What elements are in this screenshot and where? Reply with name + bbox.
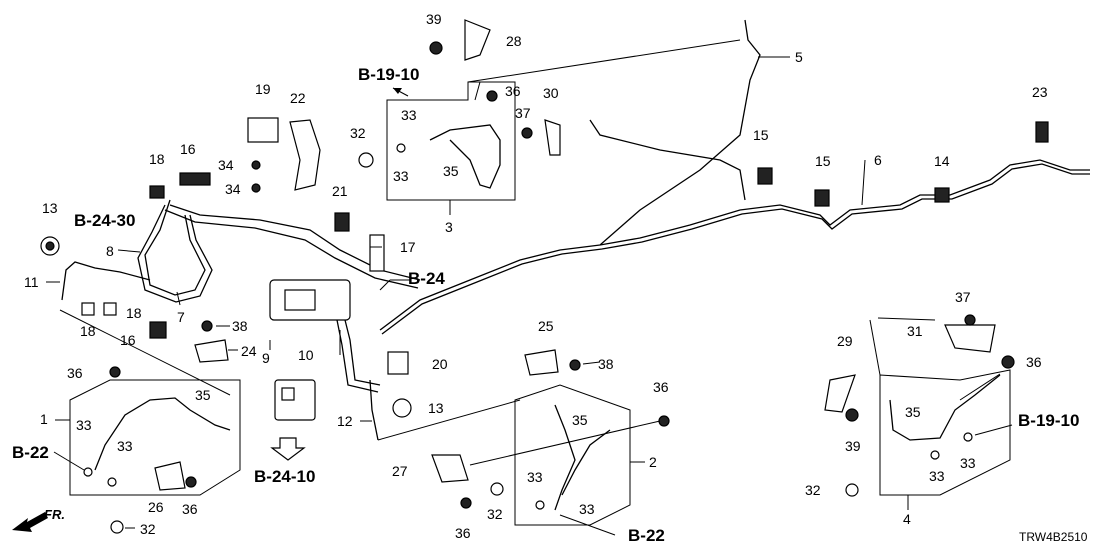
callout-36-e: 36 bbox=[455, 525, 471, 541]
callout-36-b: 36 bbox=[67, 365, 83, 381]
callout-32-mid: 32 bbox=[487, 506, 503, 522]
group-outlines bbox=[55, 81, 1011, 526]
ref-b-19-10-right: B-19-10 bbox=[1018, 411, 1079, 430]
callout-14: 14 bbox=[934, 153, 950, 169]
callout-35-a: 35 bbox=[443, 163, 459, 179]
callout-39-b: 39 bbox=[845, 438, 861, 454]
callout-13-lower: 13 bbox=[428, 400, 444, 416]
callout-15-a: 15 bbox=[753, 127, 769, 143]
callout-36-d: 36 bbox=[653, 379, 669, 395]
callout-33-b: 33 bbox=[393, 168, 409, 184]
callout-33-e: 33 bbox=[527, 469, 543, 485]
callout-27: 27 bbox=[392, 463, 408, 479]
ref-b-24-10: B-24-10 bbox=[254, 467, 315, 486]
callout-18-top: 18 bbox=[149, 151, 165, 167]
callout-23: 23 bbox=[1032, 84, 1048, 100]
brake-pipes bbox=[61, 19, 1090, 511]
clips-and-brackets bbox=[40, 19, 1049, 534]
ref-arrow-icon bbox=[270, 437, 306, 461]
callout-22: 22 bbox=[290, 90, 306, 106]
diagram-code: TRW4B2510 bbox=[1019, 530, 1088, 544]
leader-lines bbox=[46, 39, 1013, 536]
callout-16-lower: 16 bbox=[120, 332, 136, 348]
callout-34-a: 34 bbox=[218, 157, 234, 173]
ref-b-19-10-top: B-19-10 bbox=[358, 65, 419, 84]
front-direction-arrow-icon bbox=[12, 512, 48, 532]
callout-3: 3 bbox=[445, 219, 453, 235]
callout-32-top: 32 bbox=[350, 125, 366, 141]
callout-10: 10 bbox=[298, 347, 314, 363]
callout-39-a: 39 bbox=[426, 11, 442, 27]
callout-24: 24 bbox=[241, 343, 257, 359]
callout-18-lower-b: 18 bbox=[126, 305, 142, 321]
callout-9: 9 bbox=[262, 350, 270, 366]
callout-17: 17 bbox=[400, 239, 416, 255]
callout-26: 26 bbox=[148, 499, 164, 515]
callout-33-f: 33 bbox=[579, 501, 595, 517]
callout-36-c: 36 bbox=[182, 501, 198, 517]
callout-28: 28 bbox=[506, 33, 522, 49]
callout-15-b: 15 bbox=[815, 153, 831, 169]
callout-38-a: 38 bbox=[232, 318, 248, 334]
callout-2: 2 bbox=[649, 454, 657, 470]
callout-29: 29 bbox=[837, 333, 853, 349]
callout-6: 6 bbox=[874, 152, 882, 168]
reference-labels: B-19-10 B-24-30 B-24 B-24-10 B-22 B-22 B… bbox=[12, 65, 1079, 545]
callout-11: 11 bbox=[24, 274, 39, 290]
callout-labels: 1 2 3 4 5 6 7 8 9 10 11 12 13 13 14 15 1… bbox=[24, 11, 1048, 541]
front-direction-label: FR. bbox=[44, 507, 65, 522]
callout-32-left: 32 bbox=[140, 521, 156, 537]
abs-modulator-assembly bbox=[269, 279, 351, 421]
callout-25: 25 bbox=[538, 318, 554, 334]
callout-1: 1 bbox=[40, 411, 48, 427]
callout-38-b: 38 bbox=[598, 356, 614, 372]
callout-13-top: 13 bbox=[42, 200, 58, 216]
callout-37-a: 37 bbox=[515, 105, 531, 121]
callout-12: 12 bbox=[337, 413, 353, 429]
callout-33-a: 33 bbox=[401, 107, 417, 123]
callout-37-b: 37 bbox=[955, 289, 971, 305]
callout-35-b: 35 bbox=[195, 387, 211, 403]
ref-b-24-30: B-24-30 bbox=[74, 211, 135, 230]
callout-36-f: 36 bbox=[1026, 354, 1042, 370]
callout-19: 19 bbox=[255, 81, 271, 97]
callout-36-a: 36 bbox=[505, 83, 521, 99]
callout-30: 30 bbox=[543, 85, 559, 101]
callout-31: 31 bbox=[907, 323, 923, 339]
ref-b-22-left: B-22 bbox=[12, 443, 49, 462]
callout-4: 4 bbox=[903, 511, 911, 527]
callout-5: 5 bbox=[795, 49, 803, 65]
callout-35-c: 35 bbox=[572, 412, 588, 428]
callout-33-g: 33 bbox=[929, 468, 945, 484]
callout-33-d: 33 bbox=[117, 438, 133, 454]
callout-16-top: 16 bbox=[180, 141, 196, 157]
callout-35-d: 35 bbox=[905, 404, 921, 420]
callout-18-lower-a: 18 bbox=[80, 323, 96, 339]
callout-7: 7 bbox=[177, 309, 185, 325]
callout-33-h: 33 bbox=[960, 455, 976, 471]
callout-34-b: 34 bbox=[225, 181, 241, 197]
ref-b-24: B-24 bbox=[408, 269, 445, 288]
callout-21: 21 bbox=[332, 183, 348, 199]
callout-20: 20 bbox=[432, 356, 448, 372]
callout-8: 8 bbox=[106, 243, 114, 259]
callout-32-right: 32 bbox=[805, 482, 821, 498]
ref-b-22-bottom: B-22 bbox=[628, 526, 665, 545]
callout-33-c: 33 bbox=[76, 417, 92, 433]
